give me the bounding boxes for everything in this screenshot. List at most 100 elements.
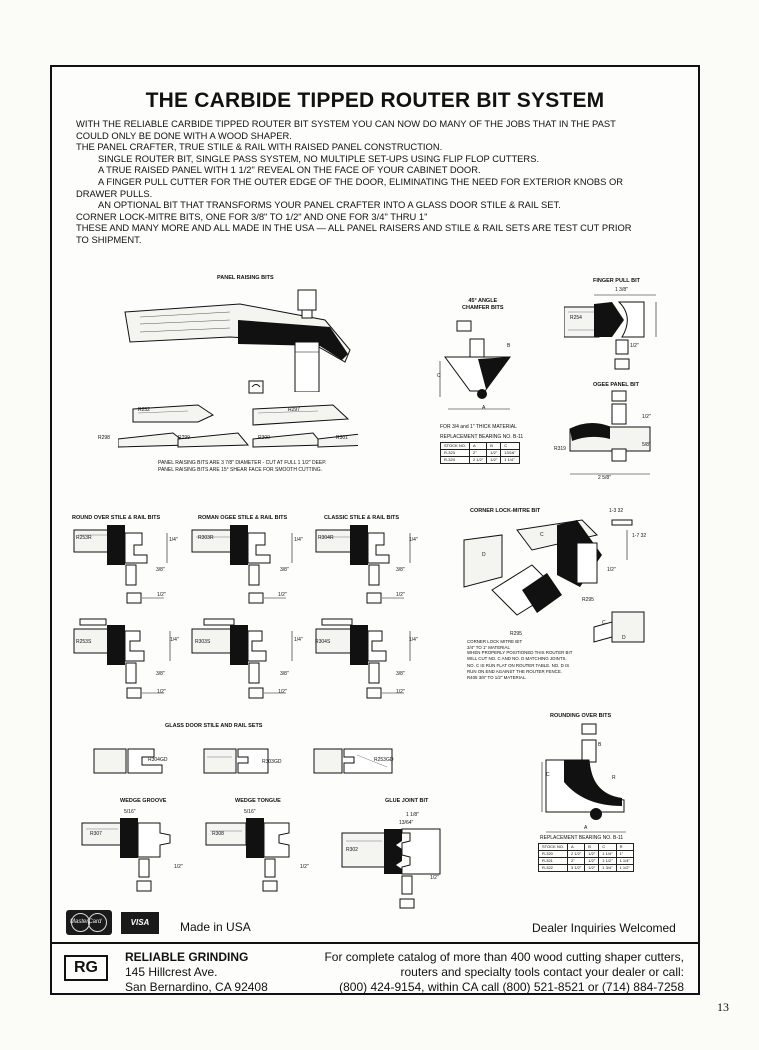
part-number: R253R: [76, 535, 92, 541]
intro-line: DRAWER PULLS.: [76, 187, 153, 199]
table-cell: 1/2": [584, 857, 600, 865]
mastercard-circle-icon: [88, 913, 107, 932]
corner-note: WHEN PROPERLY POSITIONED THIS ROUTER BIT: [467, 650, 573, 656]
part-number: R308: [212, 831, 224, 837]
catalog-info: For complete catalog of more than 400 wo…: [324, 950, 684, 995]
part-number: R303R: [198, 535, 214, 541]
dimension: 3/8": [280, 671, 289, 677]
table-cell: R-323: [440, 449, 470, 457]
dimension: 1/2": [607, 567, 616, 573]
table-cell: 1 1/2": [615, 864, 634, 872]
dimension: 1/2": [642, 414, 651, 420]
glass-door-sets-illustration: [93, 748, 393, 774]
panel-raising-heading: PANEL RAISING BITS: [217, 275, 274, 281]
table-cell: R-322: [538, 864, 568, 872]
dim-letter: C: [540, 532, 544, 538]
corner-note: WILL CUT NO. C AND NO. D MATCHING JOINTS…: [467, 655, 567, 661]
table-header: A: [468, 442, 488, 450]
glue-joint-heading: GLUE JOINT BIT: [385, 798, 429, 804]
catalog-line: routers and specialty tools contact your…: [400, 965, 684, 979]
dimension: 1/4": [294, 637, 303, 643]
corner-note: RUN ON END AGAINST THE ROUTER FENCE.: [467, 668, 562, 674]
corner-lock-profile-illustration: [593, 611, 645, 643]
bit-cross-section-icon: [248, 592, 286, 604]
corner-lock-mitre-illustration: [463, 519, 637, 636]
part-number: R295: [510, 631, 522, 637]
rounding-bearing: REPLACEMENT BEARING NO. B-11: [540, 835, 624, 841]
finger-pull-illustration: [564, 294, 657, 370]
company-address-line: 145 Hillcrest Ave.: [125, 965, 218, 979]
page-number: 13: [717, 1000, 729, 1014]
table-cell: 1 3/4": [598, 864, 617, 872]
bit-cross-section-icon: [126, 687, 164, 699]
dimension: 1/2": [396, 592, 405, 598]
dimension: 13/64": [399, 820, 414, 826]
table-header: B: [584, 843, 600, 851]
part-number: R253S: [76, 639, 92, 645]
table-cell: 2 1/2": [468, 456, 488, 464]
glass-door-heading: GLASS DOOR STILE AND RAIL SETS: [165, 723, 263, 729]
catalog-line: (800) 424-9154, within CA call (800) 521…: [339, 980, 684, 994]
catalog-line: For complete catalog of more than 400 wo…: [324, 950, 684, 964]
dim-letter: D: [482, 552, 486, 558]
table-header: STOCK NO.: [440, 442, 470, 450]
made-in-usa: Made in USA: [180, 920, 251, 934]
dimension: 1/4": [294, 537, 303, 543]
round-over-rail-illustration: [73, 525, 168, 586]
glue-joint-illustration: [341, 828, 441, 909]
dim-letter: B: [598, 742, 602, 748]
intro-line: A FINGER PULL CUTTER FOR THE OUTER EDGE …: [98, 175, 624, 187]
panel-raising-bit-illustration: [124, 289, 351, 392]
round-over-heading: ROUND OVER STILE & RAIL BITS: [72, 515, 161, 521]
dim-letter: C: [602, 620, 606, 626]
dimension: 1/2": [157, 689, 166, 695]
table-cell: 1/2": [486, 456, 502, 464]
dimension: 1 3/8": [615, 287, 628, 293]
intro-line: AN OPTIONAL BIT THAT TRANSFORMS YOUR PAN…: [98, 199, 561, 211]
chamfer-bearing: REPLACEMENT BEARING NO. B-11: [440, 434, 524, 440]
dim-letter: C: [437, 373, 441, 379]
corner-note: R405 3/8" TO 1/2" MATERIAL.: [467, 674, 527, 680]
part-number: R252: [138, 407, 150, 413]
wedge-groove-illustration: [81, 818, 171, 892]
part-number: R298: [98, 435, 110, 441]
page-title: THE CARBIDE TIPPED ROUTER BIT SYSTEM: [145, 89, 605, 112]
dimension: 1/2": [174, 864, 183, 870]
corner-lock-heading: CORNER LOCK-MITRE BIT: [470, 508, 541, 514]
roman-ogee-heading: ROMAN OGEE STILE & RAIL BITS: [198, 515, 288, 521]
dimension: 3/8": [156, 567, 165, 573]
bit-cross-section-icon: [248, 380, 264, 394]
dim-letter: B: [507, 343, 511, 349]
dimension: 3/8": [280, 567, 289, 573]
table-header: STOCK NO.: [538, 843, 568, 851]
table-cell: R-320: [538, 850, 568, 858]
classic-heading: CLASSIC STILE & RAIL BITS: [324, 515, 400, 521]
part-number: R319: [554, 446, 566, 452]
bit-cross-section-icon: [366, 592, 404, 604]
table-header: B: [486, 442, 502, 450]
table-cell: 2 1/2": [566, 850, 586, 858]
intro-line: SINGLE ROUTER BIT, SINGLE PASS SYSTEM, N…: [98, 152, 540, 164]
bit-cross-section-icon: [366, 687, 404, 699]
rounding-over-heading: ROUNDING OVER BITS: [550, 713, 612, 719]
dimension: 1/2": [430, 875, 439, 881]
panel-note: PANEL RAISING BITS ARE 3 7/8" DIAMETER -…: [158, 460, 327, 466]
intro-line: COULD ONLY BE DONE WITH A WOOD SHAPER.: [76, 129, 292, 141]
ad-frame: THE CARBIDE TIPPED ROUTER BIT SYSTEM WIT…: [50, 65, 700, 995]
wedge-tongue-heading: WEDGE TONGUE: [235, 798, 281, 804]
table-cell: 1 1/4": [500, 456, 520, 464]
dim-letter: D: [622, 635, 626, 641]
dimension: 1/2": [157, 592, 166, 598]
part-number: R304R: [318, 535, 334, 541]
intro-line: A TRUE RAISED PANEL WITH 1 1/2" REVEAL O…: [98, 164, 481, 176]
panel-profiles-illustration: [118, 404, 358, 448]
dimension: 2 5/8": [598, 475, 611, 481]
table-cell: R-321: [538, 857, 568, 865]
dimension: 1/4": [409, 637, 418, 643]
intro-line: THE PANEL CRAFTER, TRUE STILE & RAIL WIT…: [76, 141, 443, 153]
footer-divider: [52, 942, 698, 944]
dimension: 1/2": [396, 689, 405, 695]
